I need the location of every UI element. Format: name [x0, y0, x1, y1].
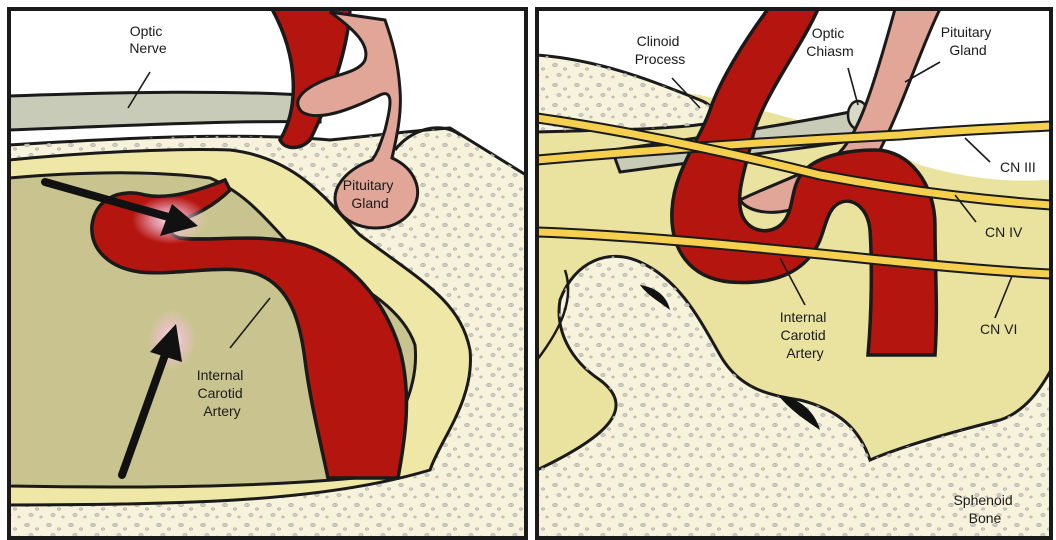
right-panel	[537, 9, 1051, 538]
label-cn-vi: CN VI	[980, 321, 1017, 337]
label-cn-iii: CN III	[1000, 159, 1036, 175]
label-internal-carotid-artery-left: Internal Carotid Artery	[197, 367, 248, 419]
label-optic-nerve: Optic Nerve	[129, 23, 167, 56]
label-internal-carotid-artery-right: Internal Carotid Artery	[780, 309, 831, 361]
left-panel	[9, 9, 526, 538]
label-cn-iv: CN IV	[985, 224, 1023, 240]
